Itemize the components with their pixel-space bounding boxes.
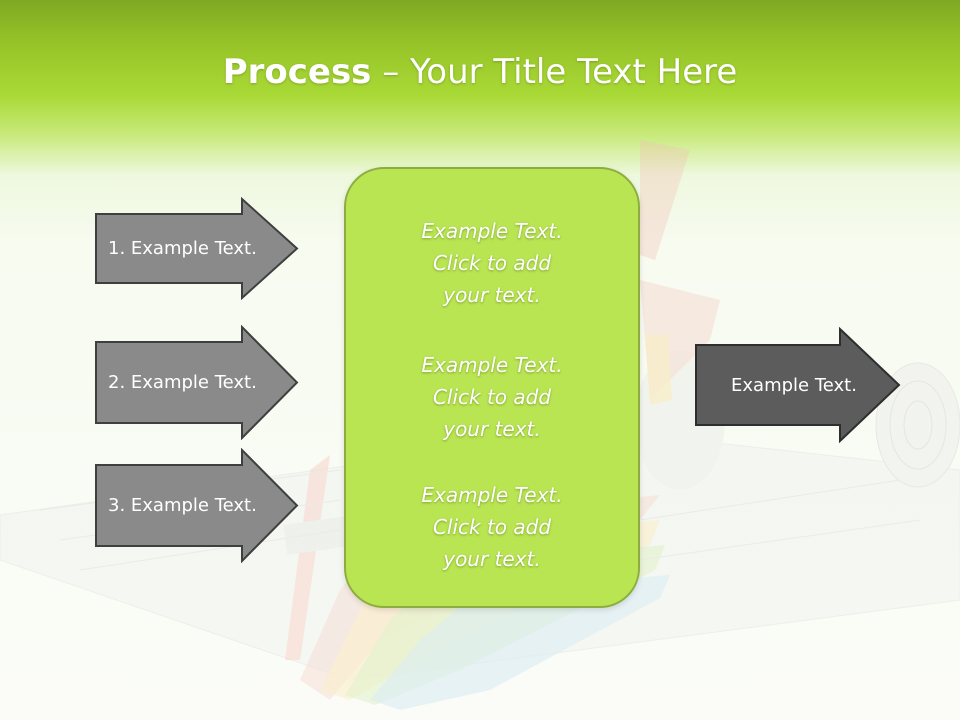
center-text-block-2: Example Text. Click to add your text. (346, 349, 638, 445)
center-text-line: your text. (443, 417, 541, 441)
center-text-line: Example Text. (421, 353, 563, 377)
step-arrow-2[interactable]: 2. Example Text. (94, 325, 300, 440)
center-text-line: Example Text. (421, 483, 563, 507)
center-text-block-3: Example Text. Click to add your text. (346, 479, 638, 575)
slide-title: Process – Your Title Text Here (0, 52, 960, 92)
result-arrow[interactable]: Example Text. (694, 327, 902, 443)
center-text-line: your text. (443, 283, 541, 307)
center-text-line: Click to add (432, 385, 552, 409)
result-arrow-shape (695, 327, 901, 443)
title-bold: Process (222, 52, 372, 92)
center-text-line: Example Text. (421, 219, 563, 243)
center-text-line: your text. (443, 547, 541, 571)
step-arrow-3[interactable]: 3. Example Text. (94, 448, 300, 563)
center-text-block-1: Example Text. Click to add your text. (346, 215, 638, 311)
step-arrow-2-label: 2. Example Text. (108, 372, 257, 393)
result-arrow-label: Example Text. (731, 374, 857, 396)
center-text-line: Click to add (432, 515, 552, 539)
arrow-shape-2 (95, 325, 299, 440)
step-arrow-3-label: 3. Example Text. (108, 495, 257, 516)
arrow-shape-1 (95, 197, 299, 300)
center-text-box[interactable]: Example Text. Click to add your text. Ex… (344, 167, 640, 608)
arrow-shape-3 (95, 448, 299, 563)
step-arrow-1-label: 1. Example Text. (108, 238, 257, 259)
center-text-line: Click to add (432, 251, 552, 275)
step-arrow-1[interactable]: 1. Example Text. (94, 197, 300, 300)
title-rest: – Your Title Text Here (371, 52, 738, 92)
